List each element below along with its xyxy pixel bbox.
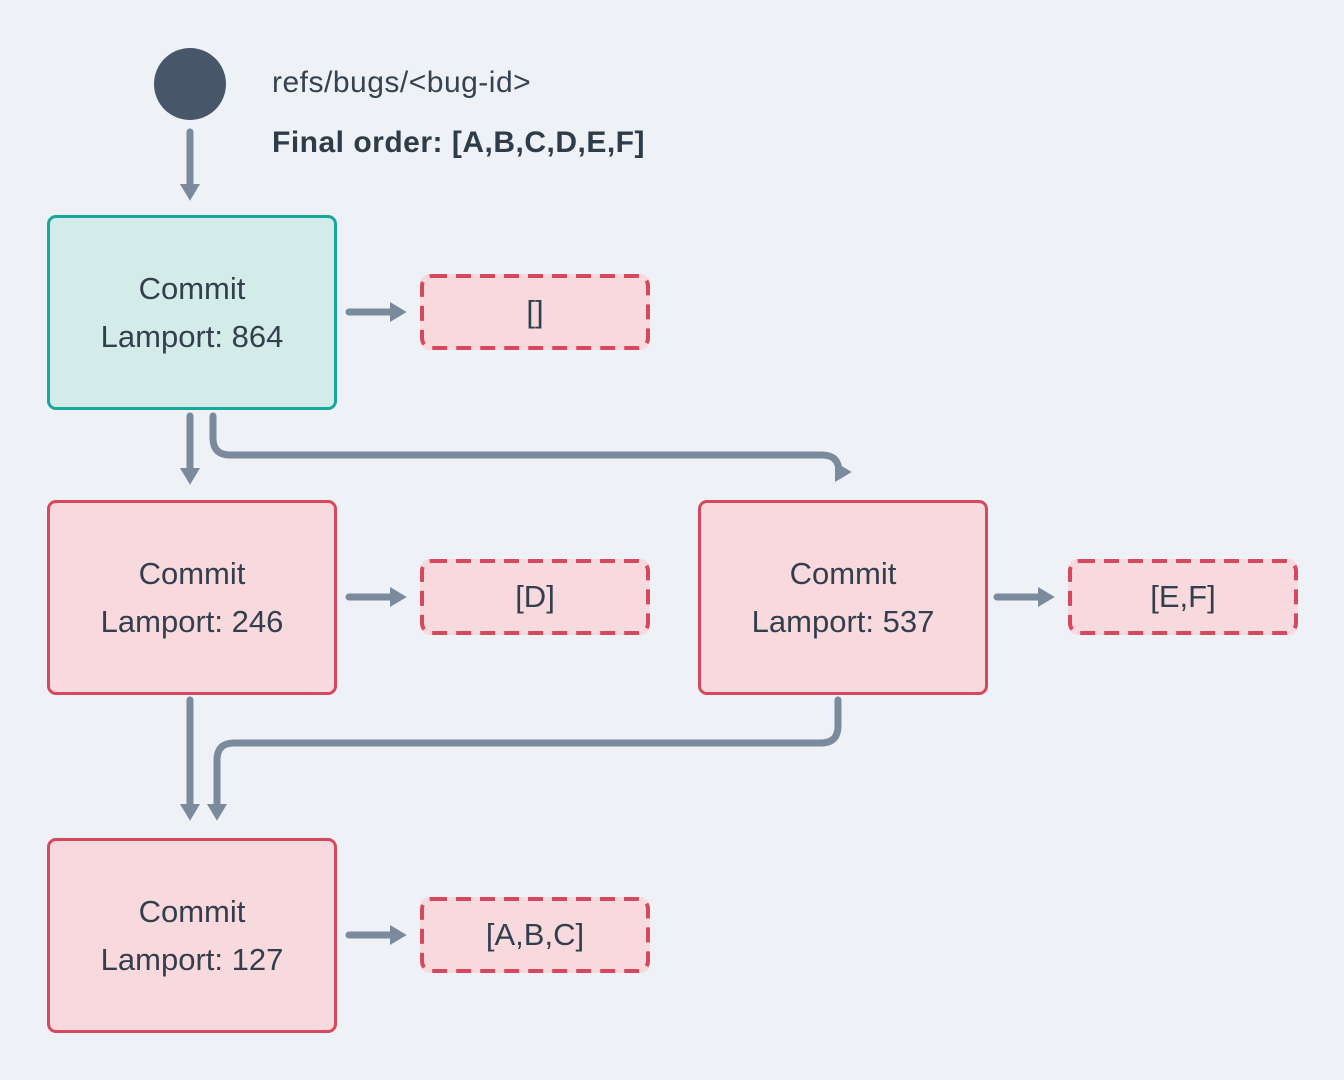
payload-label: [E,F]	[1150, 579, 1216, 614]
arrow-commit-537-to-commit-127	[206, 696, 842, 821]
dashed-border	[420, 559, 650, 635]
payload-label: [D]	[515, 579, 555, 614]
commit-lamport: Lamport: 246	[100, 603, 284, 639]
ref-name-label: refs/bugs/<bug-id>	[272, 66, 532, 99]
commit-lamport: Lamport: 127	[100, 941, 284, 977]
ref-head-circle	[154, 48, 226, 120]
dashed-border	[420, 274, 650, 350]
commit-lamport: Lamport: 864	[100, 318, 284, 354]
arrow-commit-864-to-commit-537	[209, 412, 850, 485]
final-order-label: Final order: [A,B,C,D,E,F]	[272, 126, 645, 159]
commit-node-246: Commit Lamport: 246	[47, 500, 337, 695]
commit-title: Commit	[138, 555, 246, 591]
payload-box-d: [D]	[420, 559, 650, 635]
commit-node-537: Commit Lamport: 537	[698, 500, 988, 695]
payload-label: []	[526, 294, 544, 329]
payload-box-empty: []	[420, 274, 650, 350]
commit-title: Commit	[789, 555, 897, 591]
commit-title: Commit	[138, 270, 246, 306]
payload-label: [A,B,C]	[485, 917, 585, 952]
commit-title: Commit	[138, 893, 246, 929]
commit-node-127: Commit Lamport: 127	[47, 838, 337, 1033]
payload-box-ef: [E,F]	[1068, 559, 1298, 635]
commit-node-864: Commit Lamport: 864	[47, 215, 337, 410]
dashed-border	[1068, 559, 1298, 635]
commit-lamport: Lamport: 537	[751, 603, 935, 639]
dashed-border	[420, 897, 650, 973]
payload-box-abc: [A,B,C]	[420, 897, 650, 973]
